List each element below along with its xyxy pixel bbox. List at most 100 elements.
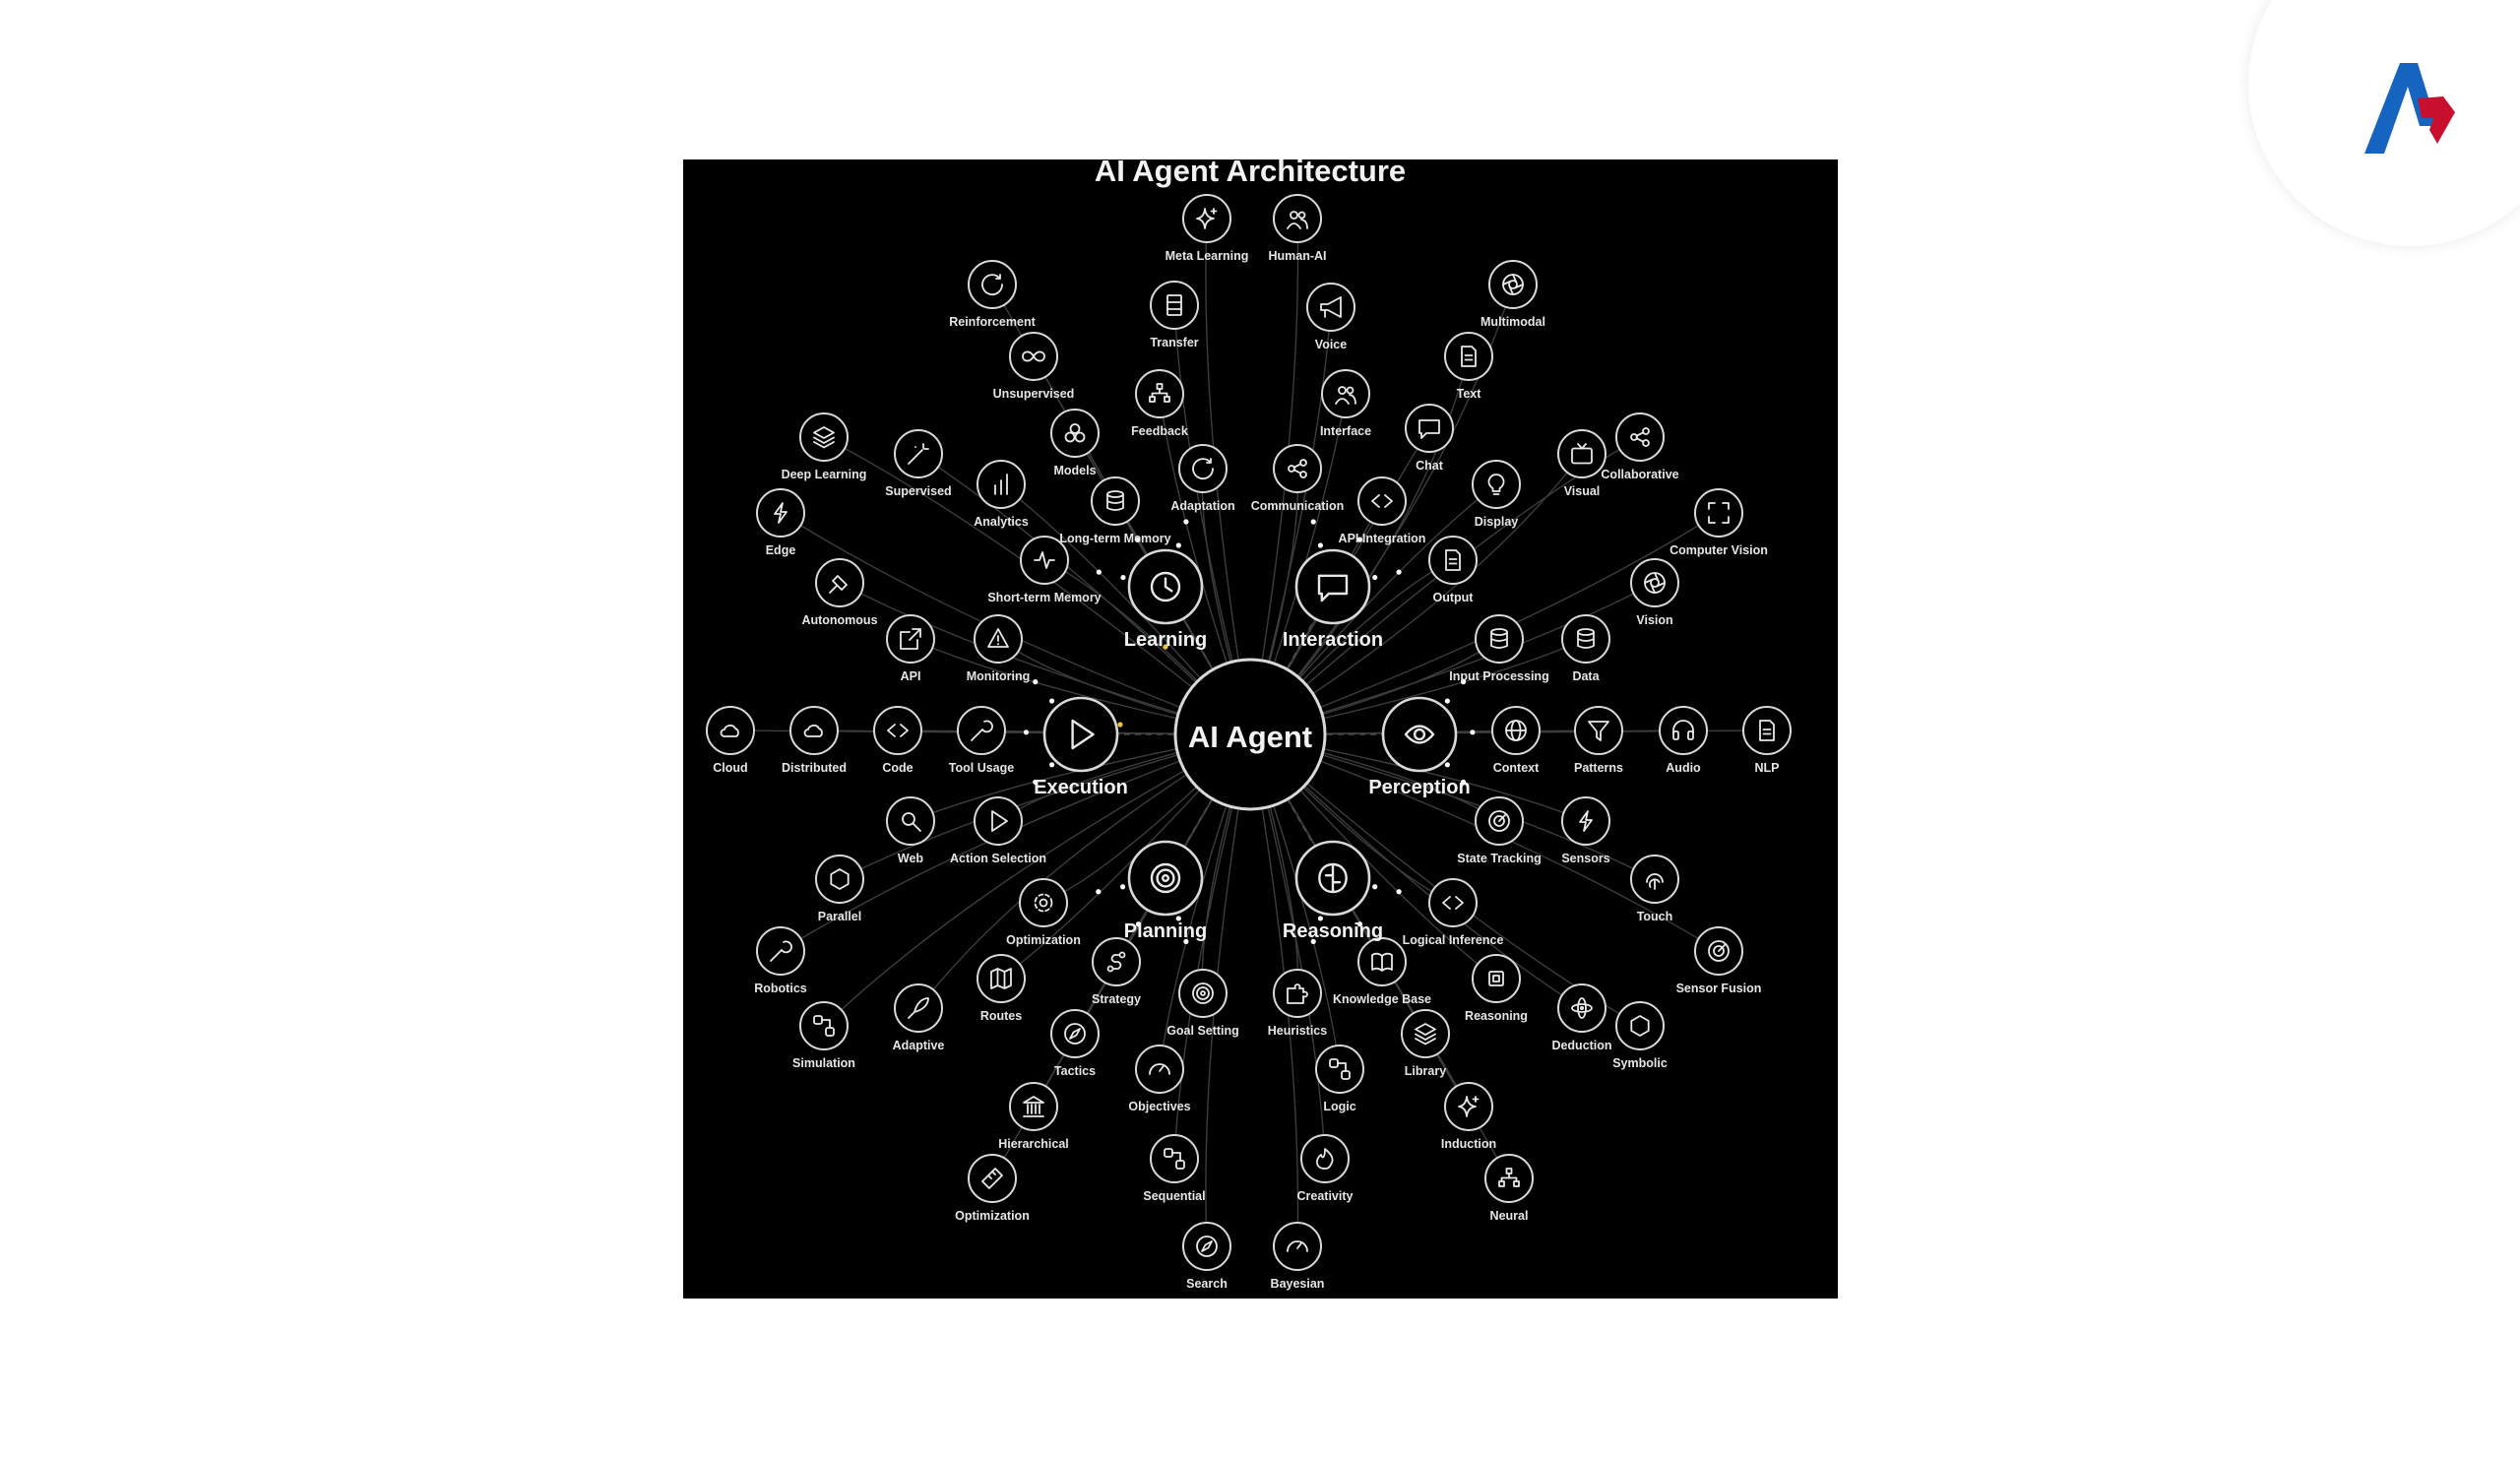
node-label: Goal Setting — [1166, 1024, 1239, 1038]
lightbulb-icon — [1487, 474, 1505, 495]
node-label: Multimodal — [1480, 315, 1545, 329]
node-label: Parallel — [818, 910, 861, 923]
node-human-ai: Human-AI — [1268, 194, 1327, 263]
node-multimodal: Multimodal — [1480, 260, 1545, 329]
node-autonomous: Autonomous — [801, 558, 878, 627]
node-label: Logical Inference — [1403, 933, 1504, 947]
node-label: Computer Vision — [1670, 543, 1768, 557]
document-icon — [1445, 549, 1461, 571]
bar-chart-icon — [994, 474, 1008, 495]
connector-line — [1249, 733, 1720, 952]
node-label: Reasoning — [1465, 1009, 1528, 1023]
refresh-icon — [981, 274, 1003, 296]
node-label: Text — [1457, 387, 1482, 401]
node-label: Audio — [1666, 761, 1701, 775]
diagram-title: AI Agent Architecture — [1095, 159, 1406, 188]
highlight-dot — [1317, 542, 1323, 548]
layers-icon — [813, 426, 835, 449]
node-label: Optimization — [955, 1209, 1030, 1223]
message-icon — [1317, 574, 1349, 602]
node-state-tracking: State Tracking — [1457, 796, 1542, 865]
node-label: Display — [1475, 515, 1519, 529]
node-sensors: Sensors — [1561, 796, 1610, 865]
node-label: Sensor Fusion — [1676, 982, 1762, 995]
aperture-icon — [1644, 572, 1666, 594]
highlight-dot — [1470, 729, 1476, 735]
highlight-dot — [1444, 698, 1450, 704]
cloud-icon — [803, 724, 823, 737]
workflow-icon — [813, 1015, 835, 1037]
node-label: Induction — [1441, 1137, 1496, 1151]
users-icon — [1287, 211, 1308, 229]
highlight-dot — [1175, 916, 1181, 921]
node-label: Context — [1493, 761, 1540, 775]
node-voice: Voice — [1306, 283, 1355, 351]
node-distributed: Distributed — [782, 706, 847, 775]
accent-dot — [1163, 644, 1168, 650]
brand-logo-icon[interactable] — [2361, 57, 2457, 159]
node-label: Reinforcement — [949, 315, 1036, 329]
node-robotics: Robotics — [754, 926, 807, 995]
node-label: Autonomous — [801, 613, 877, 627]
workflow-icon — [1329, 1058, 1351, 1080]
node-label: Creativity — [1297, 1189, 1354, 1203]
code-icon — [887, 724, 909, 737]
hub-label: Reasoning — [1283, 920, 1383, 942]
highlight-dot — [1183, 938, 1189, 944]
infinity-icon — [1022, 350, 1045, 362]
node-vision: Vision — [1630, 558, 1679, 627]
gauge-icon — [1149, 1063, 1170, 1075]
play-icon — [991, 810, 1008, 832]
node-transfer: Transfer — [1150, 281, 1199, 349]
highlight-dot — [1096, 569, 1102, 575]
node-label: Output — [1433, 591, 1475, 604]
pulse-icon — [1034, 551, 1055, 569]
fingerprint-icon — [1646, 873, 1664, 890]
node-supervised: Supervised — [885, 429, 952, 498]
globe-icon — [1505, 720, 1527, 741]
node-label: Adaptation — [1170, 499, 1234, 513]
node-adaptation: Adaptation — [1170, 444, 1235, 513]
center-node: AI Agent — [1173, 658, 1327, 811]
node-edge: Edge — [756, 488, 805, 557]
node-label: Input Processing — [1449, 669, 1548, 683]
gauge-icon — [1287, 1240, 1308, 1252]
node-label: Search — [1186, 1277, 1228, 1291]
node-chat: Chat — [1405, 404, 1454, 473]
node-label: Sensors — [1561, 852, 1609, 865]
highlight-dot — [1049, 762, 1055, 768]
users-icon — [1335, 386, 1356, 405]
hub-perception: Perception — [1368, 696, 1471, 798]
document-icon — [1759, 720, 1775, 741]
node-visual: Visual — [1557, 429, 1606, 498]
atom-icon — [1571, 997, 1593, 1019]
node-analytics: Analytics — [974, 460, 1029, 529]
cubes-icon — [1064, 423, 1086, 443]
node-unsupervised: Unsupervised — [993, 332, 1074, 401]
hub-execution: Execution — [1034, 696, 1128, 798]
database-icon — [1490, 628, 1508, 649]
node-code: Code — [873, 706, 922, 775]
tv-icon — [1571, 443, 1593, 465]
node-label: Web — [898, 852, 924, 865]
lightning-icon — [774, 502, 788, 524]
filter-icon — [1588, 721, 1609, 741]
code-icon — [1442, 896, 1464, 910]
node-label: Vision — [1636, 613, 1672, 627]
target-icon — [1192, 983, 1214, 1004]
node-label: Communication — [1251, 499, 1344, 513]
node-label: NLP — [1755, 761, 1780, 775]
node-label: Optimization — [1006, 933, 1081, 947]
hierarchy-icon — [1149, 383, 1170, 403]
node-goal-setting: Goal Setting — [1166, 969, 1239, 1038]
hub-learning: Learning — [1124, 548, 1207, 651]
connector-line — [1205, 733, 1251, 1247]
database-icon — [1577, 628, 1595, 649]
node-label: Code — [882, 761, 913, 775]
highlight-dot — [1120, 884, 1126, 890]
node-api: API — [886, 614, 935, 683]
sparkle-icon — [1458, 1096, 1480, 1117]
highlight-dot — [1175, 542, 1181, 548]
eye-icon — [1404, 725, 1435, 744]
cloud-icon — [720, 724, 739, 737]
